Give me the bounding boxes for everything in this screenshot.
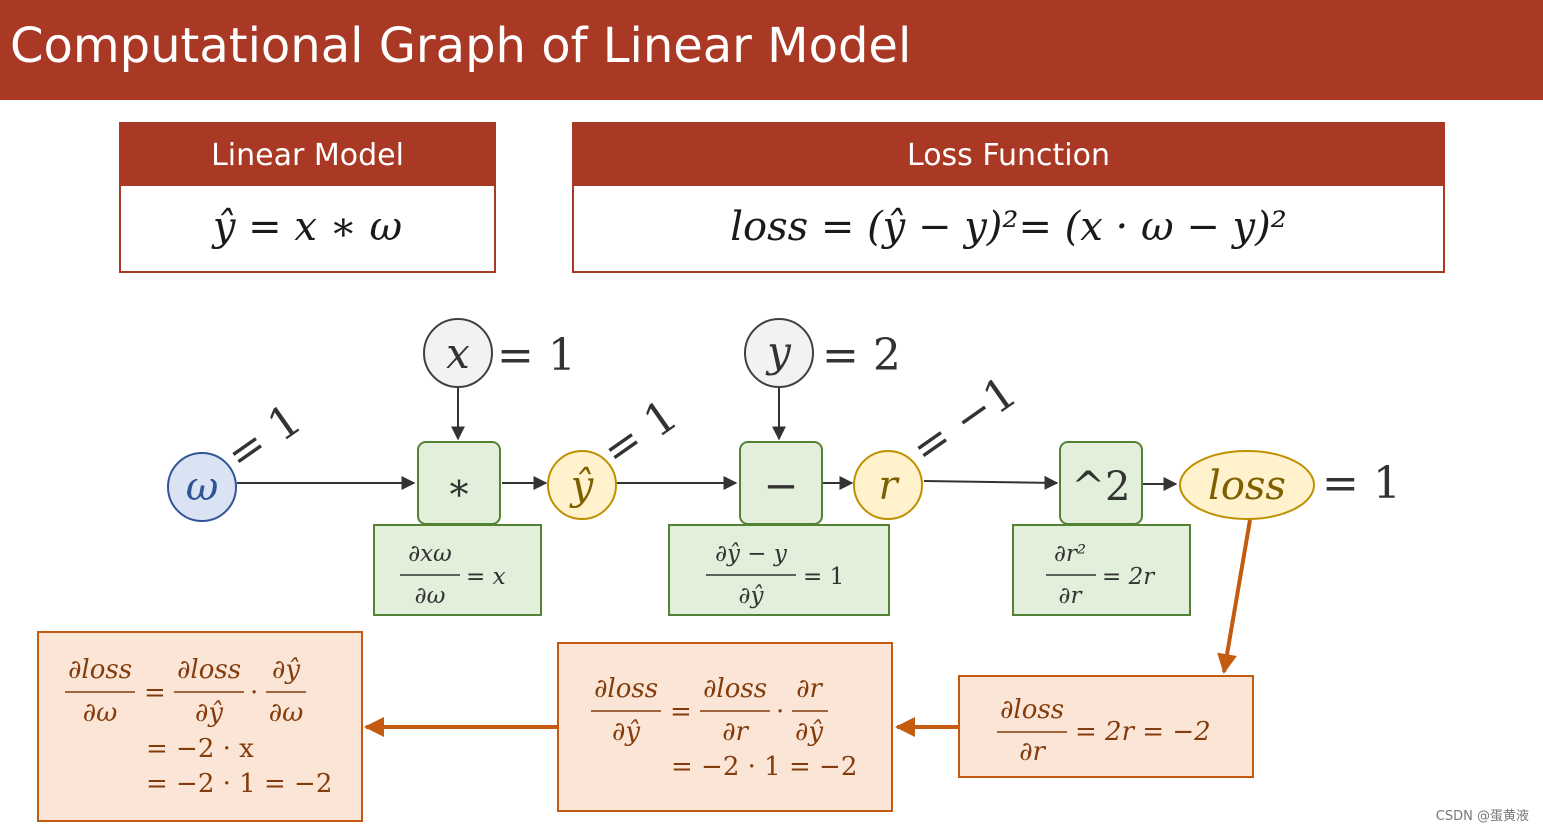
loss-function-panel: Loss Function loss = (ŷ − y)²= (x · ω − … <box>572 122 1445 273</box>
dloss-dyhat-dot: · <box>776 697 784 727</box>
backprop-dloss-dr: ∂loss ∂r = 2r = −2 <box>958 675 1254 778</box>
dloss-domega-f1-num: ∂loss <box>177 655 241 685</box>
r-symbol: r <box>878 463 900 509</box>
dloss-dyhat-f1-num: ∂loss <box>703 674 767 704</box>
title-bar: Computational Graph of Linear Model <box>0 0 1543 100</box>
backprop-dloss-dyhat: ∂loss ∂ŷ = ∂loss ∂r · ∂r ∂ŷ = −2 · 1 = −… <box>557 642 893 812</box>
omega-node: ω <box>167 452 237 522</box>
loss-symbol: loss <box>1208 463 1286 509</box>
r-node: r <box>853 450 923 520</box>
linear-model-panel: Linear Model ŷ = x ∗ ω <box>119 122 496 273</box>
dloss-domega-num: ∂loss <box>68 655 132 685</box>
dloss-domega-dot: · <box>250 678 258 708</box>
minus-op-symbol: − <box>763 461 798 510</box>
dloss-domega-f2-den: ∂ω <box>269 698 304 728</box>
input-y-value: = 2 <box>822 330 901 381</box>
page-title: Computational Graph of Linear Model <box>10 18 912 74</box>
backprop-dloss-domega: ∂loss ∂ω = ∂loss ∂ŷ · ∂ŷ ∂ω = −2 · x = −… <box>37 631 363 822</box>
input-x-symbol: x <box>446 329 470 378</box>
local-grad-minus-rhs: = 1 <box>803 564 844 590</box>
loss-node: loss <box>1179 450 1315 520</box>
linear-model-formula: ŷ = x ∗ ω <box>212 204 403 250</box>
yhat-symbol: ŷ <box>569 463 595 509</box>
dloss-dr-den: ∂r <box>1019 737 1046 767</box>
backprop-arrow-loss-down <box>1217 519 1252 674</box>
local-grad-mult-num: ∂xω <box>408 541 452 567</box>
local-gradient-square: ∂r² ∂r = 2r <box>1012 524 1191 616</box>
loss-value: = 1 <box>1322 458 1401 509</box>
local-grad-square-num: ∂r² <box>1054 541 1086 567</box>
watermark: CSDN @蛋黄液 <box>1435 809 1529 824</box>
loss-function-header: Loss Function <box>574 124 1443 186</box>
local-grad-square-rhs: = 2r <box>1102 564 1156 590</box>
linear-model-header: Linear Model <box>121 124 494 186</box>
local-grad-mult-den: ∂ω <box>415 583 446 609</box>
square-op-symbol: ^2 <box>1072 464 1131 510</box>
input-x-value: = 1 <box>497 330 576 381</box>
dloss-dyhat-den: ∂ŷ <box>612 717 640 747</box>
square-op-node: ^2 <box>1059 441 1143 525</box>
local-grad-minus-den: ∂ŷ <box>739 583 765 609</box>
multiply-op-node: ∗ <box>417 441 501 525</box>
multiply-op-symbol: ∗ <box>446 465 472 509</box>
local-grad-mult-rhs: = x <box>466 564 506 590</box>
loss-function-formula: loss = (ŷ − y)²= (x · ω − y)² <box>730 204 1287 250</box>
dloss-dyhat-f2-den: ∂ŷ <box>795 717 823 747</box>
dloss-dyhat-f1-den: ∂r <box>722 717 749 747</box>
dloss-domega-f1-den: ∂ŷ <box>195 698 223 728</box>
r-edge-value: = −1 <box>902 367 1026 475</box>
dloss-dyhat-eq: = <box>670 697 692 727</box>
minus-op-node: − <box>739 441 823 525</box>
local-grad-minus-num: ∂ŷ − y <box>715 541 788 567</box>
dloss-dr-rhs: = 2r = −2 <box>1075 717 1211 747</box>
dloss-domega-line3: = −2 · 1 = −2 <box>146 769 332 799</box>
dloss-domega-eq: = <box>144 678 166 708</box>
dloss-dyhat-f2-num: ∂r <box>796 674 823 704</box>
input-x-node: x <box>423 318 493 388</box>
yhat-node: ŷ <box>547 450 617 520</box>
local-gradient-multiply: ∂xω ∂ω = x <box>373 524 542 616</box>
dloss-domega-line2: = −2 · x <box>146 734 254 764</box>
dloss-dyhat-num: ∂loss <box>594 674 658 704</box>
omega-symbol: ω <box>186 464 219 510</box>
input-y-symbol: y <box>765 327 792 376</box>
dloss-domega-f2-num: ∂ŷ <box>272 655 300 685</box>
dloss-dr-num: ∂loss <box>1000 695 1064 725</box>
local-grad-square-den: ∂r <box>1059 583 1084 609</box>
edge-r-square <box>923 475 1059 490</box>
dloss-domega-den: ∂ω <box>83 698 118 728</box>
local-gradient-minus: ∂ŷ − y ∂ŷ = 1 <box>668 524 890 616</box>
input-y-node: y <box>744 318 814 388</box>
dloss-dyhat-line2: = −2 · 1 = −2 <box>671 752 857 782</box>
